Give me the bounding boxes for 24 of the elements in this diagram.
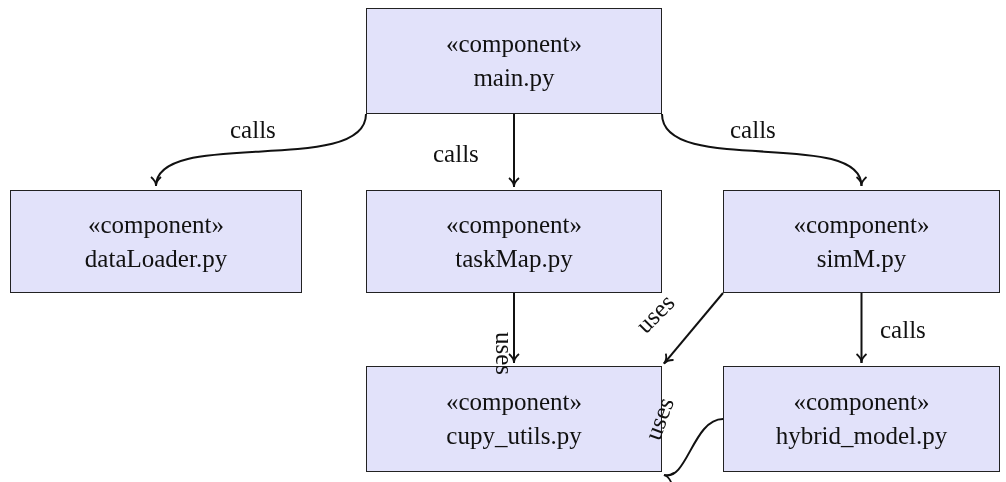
component-box: [10, 190, 302, 293]
edge-label: uses: [638, 393, 680, 444]
edge-label: calls: [880, 316, 926, 344]
edge-label: uses: [490, 332, 518, 376]
component-name: dataLoader.py: [84, 243, 228, 274]
stereotype-label: «component»: [445, 29, 583, 59]
component-box: [723, 190, 1000, 293]
stereotype-label: «component»: [445, 209, 583, 240]
component-name: hybrid_model.py: [775, 421, 948, 451]
component-box: [366, 190, 662, 293]
edge-label: uses: [630, 288, 681, 339]
stereotype-label: «component»: [445, 387, 583, 417]
component-name: taskMap.py: [455, 243, 573, 274]
component-box: [723, 366, 1000, 472]
edge-label: calls: [730, 116, 776, 144]
stereotype-label: «component»: [87, 209, 225, 240]
component-name: main.py: [473, 63, 555, 93]
edge-label: calls: [433, 140, 479, 168]
component-name: cupy_utils.py: [446, 421, 582, 451]
edge-label: calls: [230, 116, 276, 144]
component-name: simM.py: [816, 243, 907, 274]
stereotype-label: «component»: [793, 387, 930, 417]
stereotype-label: «component»: [793, 209, 930, 240]
component-box: [366, 8, 662, 114]
